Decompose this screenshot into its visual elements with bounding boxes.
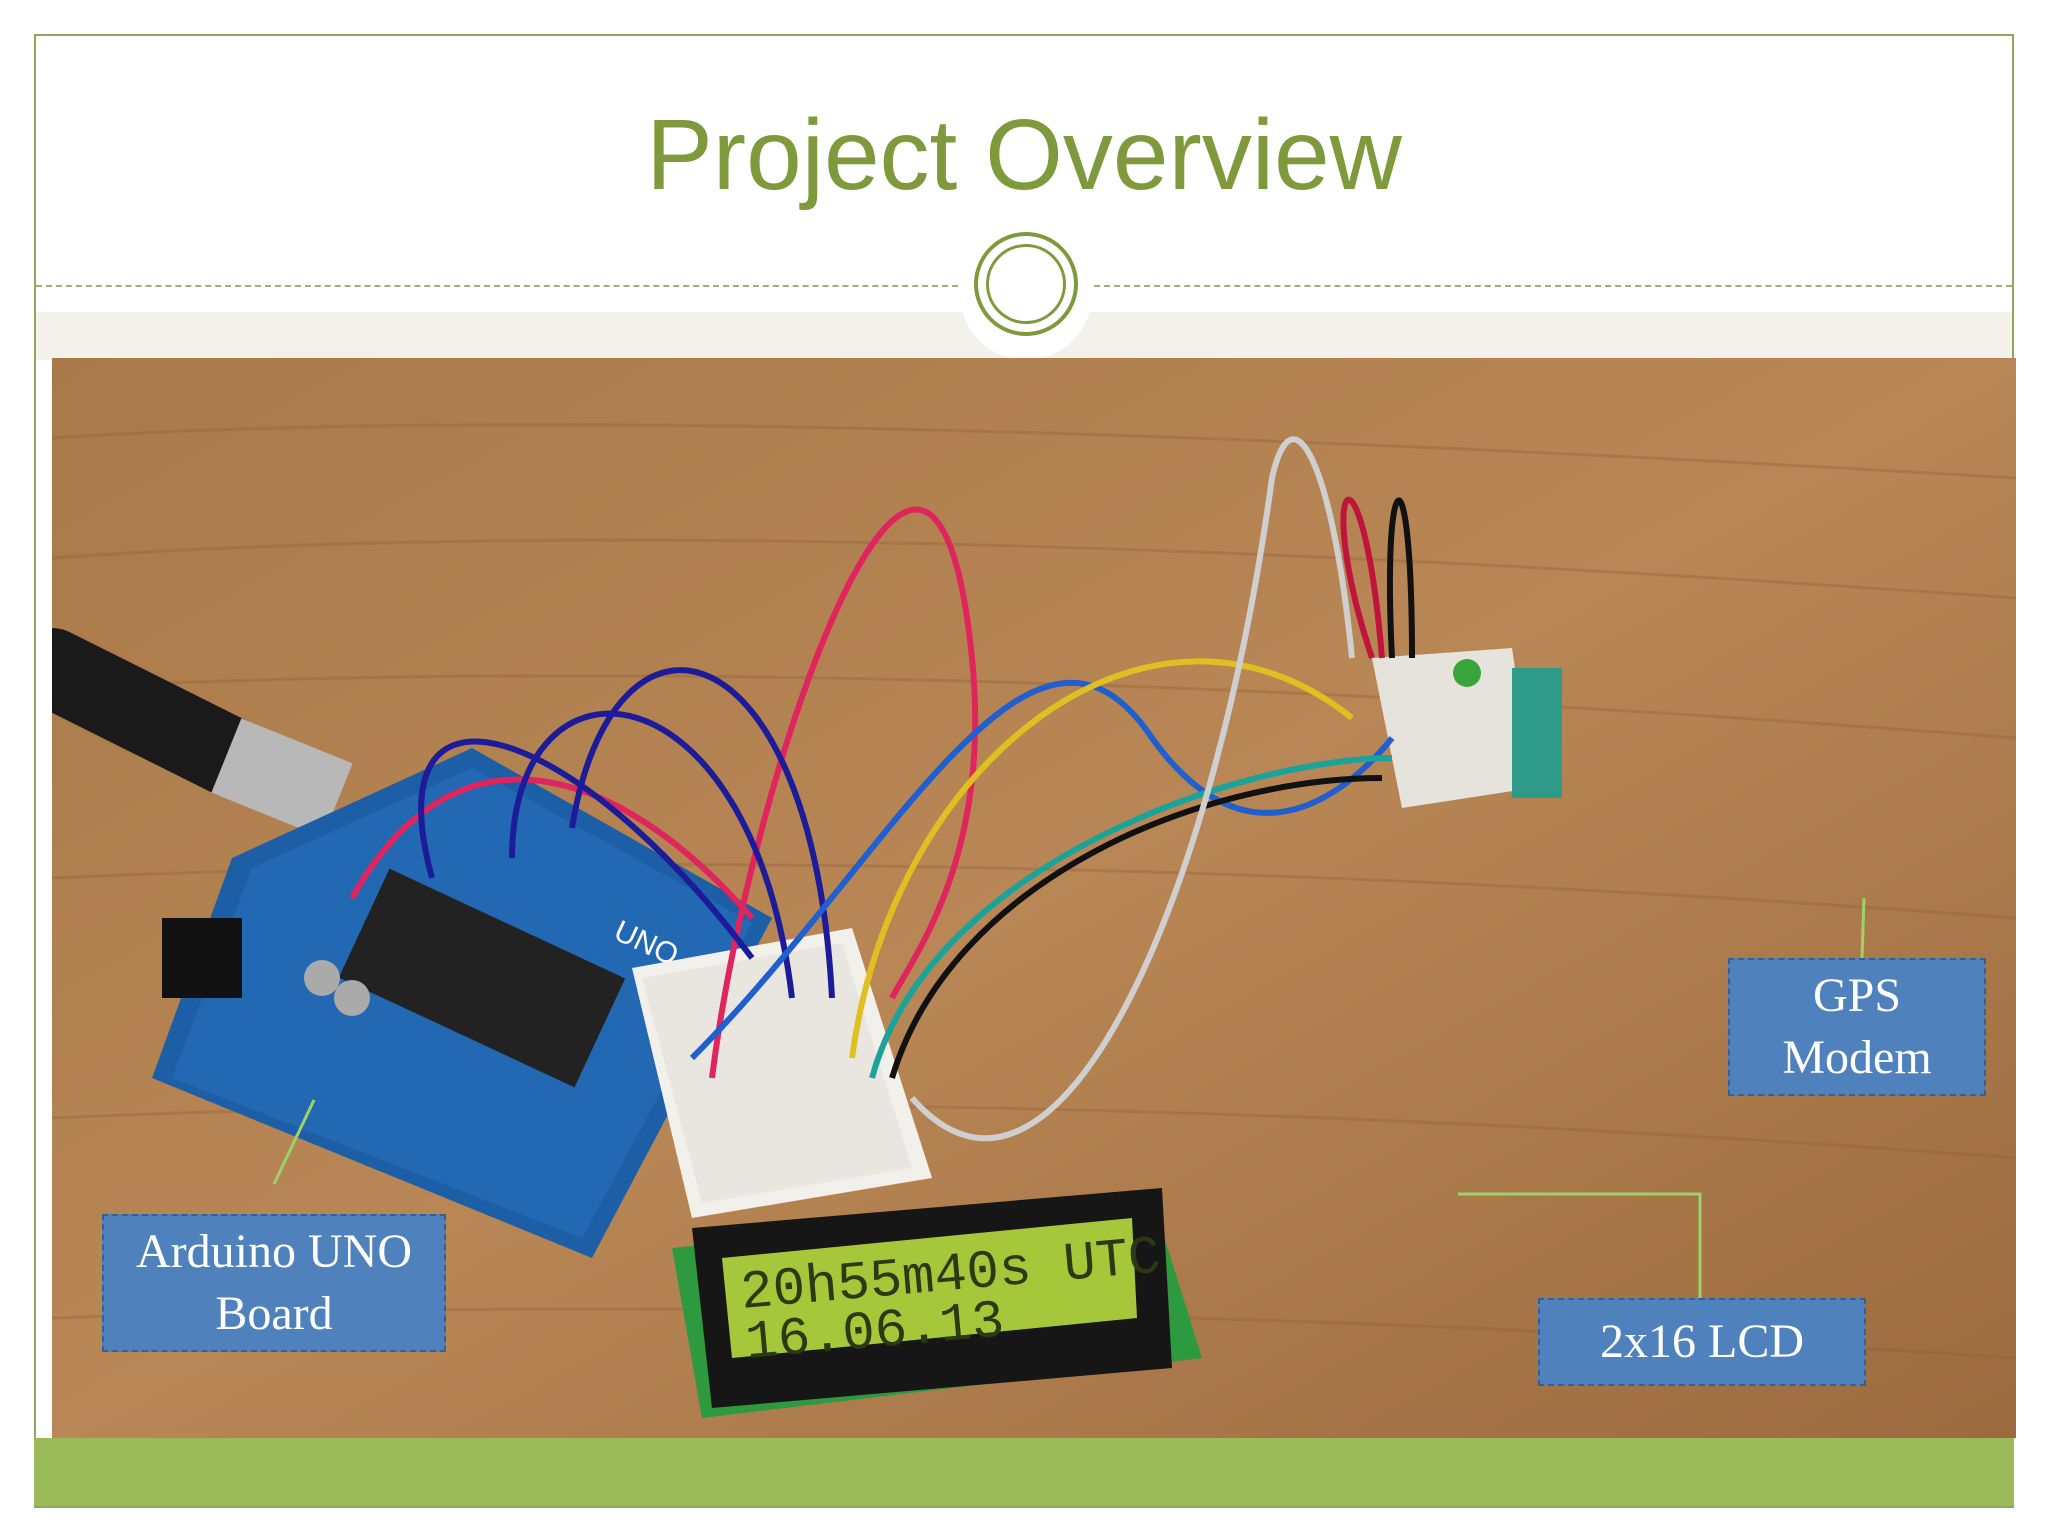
callout-lcd-line1: 2x16 LCD bbox=[1600, 1314, 1804, 1368]
arduino-uno-board: UNO bbox=[152, 748, 772, 1258]
title-divider-right bbox=[1094, 285, 2012, 287]
callout-gps-line2: Modem bbox=[1782, 1031, 1932, 1084]
callout-arduino-line2: Board bbox=[215, 1287, 333, 1340]
gps-module bbox=[1372, 648, 1562, 808]
circle-ornament-inner bbox=[986, 244, 1066, 324]
usb-cable bbox=[52, 628, 272, 798]
callout-arduino-board: Arduino UNO Board bbox=[102, 1214, 446, 1352]
lcd-module: 20h55m40s UTC 16.06.13 bbox=[672, 1188, 1202, 1418]
breadboard bbox=[632, 928, 932, 1218]
callout-gps-line1: GPS bbox=[1812, 968, 1902, 1022]
circle-ornament-icon bbox=[974, 232, 1078, 336]
slide-title: Project Overview bbox=[646, 99, 1402, 211]
callout-pointers bbox=[272, 897, 1866, 1298]
callout-gps-modem: GPS Modem bbox=[1728, 958, 1986, 1096]
callout-arduino-line1: Arduino UNO bbox=[136, 1224, 412, 1278]
usb-plug bbox=[211, 718, 353, 838]
title-divider-left bbox=[36, 285, 958, 287]
callout-lcd: 2x16 LCD bbox=[1538, 1298, 1866, 1386]
footer-bar bbox=[34, 1438, 2014, 1506]
jumper-wires bbox=[349, 436, 1415, 1142]
